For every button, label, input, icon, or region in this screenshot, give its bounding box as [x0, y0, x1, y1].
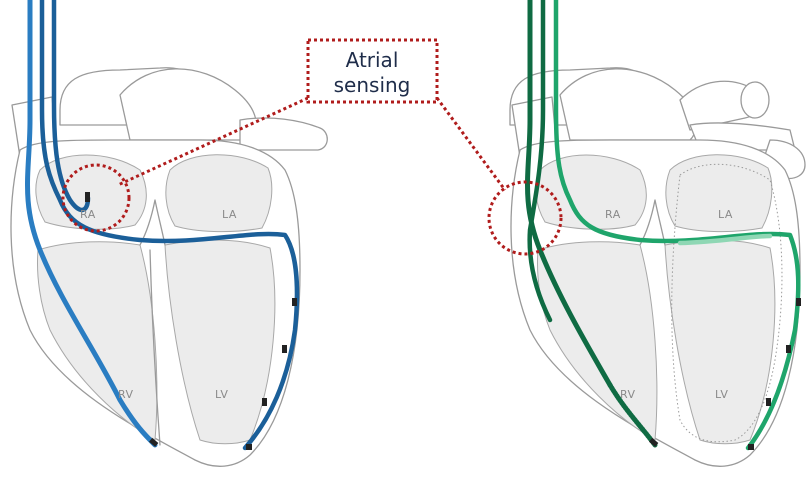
left-la-label: LA: [222, 208, 237, 221]
left-heart: RA LA RV LV: [11, 0, 327, 466]
left-la-chamber: [166, 155, 272, 232]
callout-connector-right: [437, 98, 505, 190]
right-ra-label: RA: [605, 208, 621, 221]
right-lv-label: LV: [715, 388, 728, 401]
right-rv-chamber: [538, 242, 657, 440]
left-lv-label: LV: [215, 388, 228, 401]
right-ra-chamber: [536, 155, 646, 229]
callout-line-2: sensing: [334, 73, 411, 97]
right-rv-label: RV: [620, 388, 636, 401]
right-la-label: LA: [718, 208, 733, 221]
left-rv-label: RV: [118, 388, 134, 401]
callout-line-1: Atrial: [346, 48, 399, 72]
left-rv-chamber: [38, 242, 157, 440]
right-heart: RA LA RV LV: [489, 0, 805, 466]
left-ra-label: RA: [80, 208, 96, 221]
